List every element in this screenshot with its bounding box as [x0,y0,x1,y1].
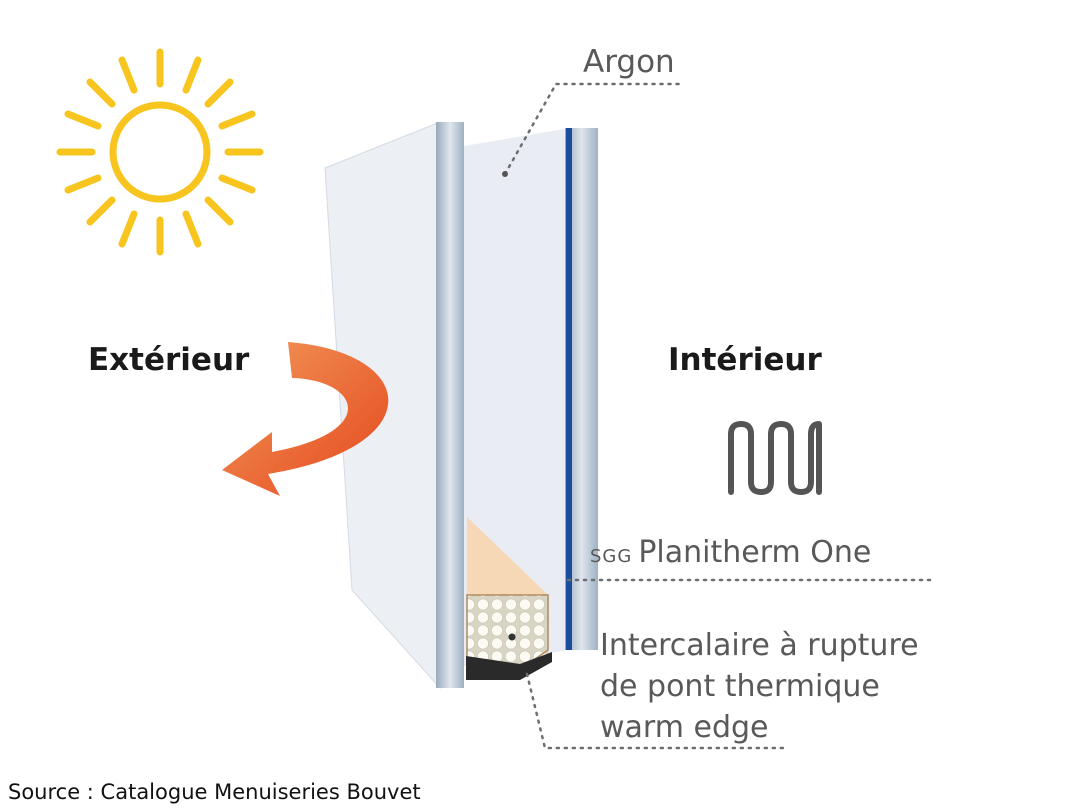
sgg-prefix: SGG [590,546,633,567]
radiator-icon [728,421,822,495]
intercalaire-leader [525,672,788,750]
inner-glass-pane [565,128,598,650]
intercalaire-line-1: Intercalaire à rupture [600,628,919,663]
intercalaire-line-3: warm edge [600,710,769,745]
sun-icon [56,48,264,256]
outer-glass-pane [324,121,464,690]
low-e-coating [566,128,572,650]
heat-arrow-icon [222,342,389,496]
interieur-label: Intérieur [668,342,822,378]
argon-cavity [464,128,570,666]
warm-edge-spacer [466,517,552,680]
argon-label: Argon [583,44,675,80]
argon-leader [503,82,682,176]
intercalaire-label: Intercalaire à rupture de pont thermique… [600,625,919,748]
intercalaire-line-2: de pont thermique [600,669,880,704]
source-caption: Source : Catalogue Menuiseries Bouvet [8,780,421,804]
exterieur-label: Extérieur [88,342,250,378]
planitherm-name: Planitherm One [638,535,872,570]
